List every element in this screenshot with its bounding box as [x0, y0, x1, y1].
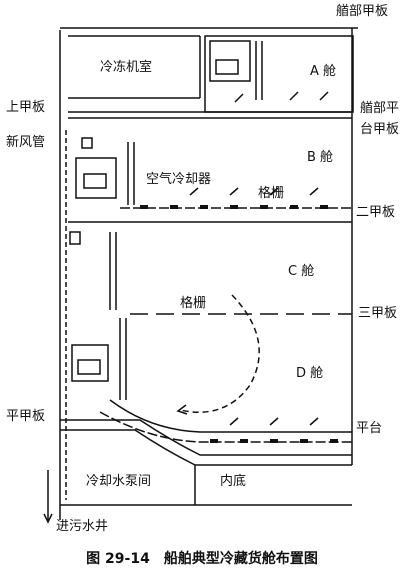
grating-mark [290, 205, 298, 209]
hold-d-cooler-box [71, 344, 109, 382]
hold-c-inlet [69, 231, 81, 245]
hold-a-fan [215, 59, 239, 75]
label-fore-platform-deck-1: 艏部平 [360, 101, 400, 116]
label-flat-deck: 平甲板 [6, 409, 46, 424]
label-upper-deck: 上甲板 [6, 100, 46, 115]
grating-mark [170, 205, 178, 209]
label-hold-d: D 舱 [296, 366, 324, 381]
label-air-cooler: 空气冷却器 [146, 172, 212, 187]
label-hold-a: A 舱 [310, 64, 337, 79]
airflow-arrow [309, 417, 319, 426]
grating-mark [200, 205, 208, 209]
grating-mark [230, 205, 238, 209]
label-third-deck: 三甲板 [358, 306, 398, 321]
airflow-arrow [309, 187, 319, 196]
airflow-arrow [234, 93, 244, 103]
label-fore-platform-deck-2: 台甲板 [360, 122, 400, 137]
label-grating-c: 格栅 [180, 296, 207, 311]
label-inner-bottom: 内底 [220, 474, 247, 489]
hold-b-cooler-box [75, 157, 117, 199]
hold-d-fan [77, 359, 101, 375]
cargo-hold-diagram [43, 27, 358, 524]
airflow-arrow [229, 417, 239, 426]
platform-grating [99, 411, 352, 443]
grating-mark [300, 439, 308, 443]
hold-a-cooler-box [209, 40, 251, 82]
airflow-arrow [189, 187, 199, 196]
grating-mark [260, 205, 268, 209]
airflow-arrow [319, 91, 329, 101]
hold-b-fan [83, 173, 107, 189]
label-top-right: 艏部甲板 [336, 4, 389, 19]
grating-mark [210, 439, 218, 443]
grating-mark [330, 439, 338, 443]
label-hold-c: C 舱 [288, 264, 315, 279]
air-circulation-arc [179, 294, 260, 413]
hold-d-floor-upper [109, 399, 352, 433]
label-fresh-air-pipe: 新风管 [6, 135, 46, 150]
figure-title: 船舶典型冷藏货舱布置图 [163, 551, 318, 567]
grating-mark [140, 205, 148, 209]
label-second-deck: 二甲板 [356, 205, 396, 220]
label-pump-room: 冷却水泵间 [86, 474, 152, 489]
fresh-air-inlet [81, 137, 93, 149]
airflow-arrow [289, 91, 299, 101]
airflow-arrow [229, 187, 239, 196]
figure-caption: 图 29-14 船舶典型冷藏货舱布置图 [0, 548, 418, 568]
grating-mark [270, 439, 278, 443]
figure-number: 图 29-14 [86, 551, 150, 567]
label-grating-b: 格栅 [258, 186, 285, 201]
grating-mark [320, 205, 328, 209]
sewage-arrowhead [43, 513, 53, 524]
air-circulation-arrowhead [176, 404, 188, 415]
bottom-deck-line [60, 419, 352, 456]
label-platform: 平台 [356, 421, 383, 436]
label-sewage-well: 进污水井 [56, 519, 109, 534]
bottom-deck-line-2 [60, 429, 352, 466]
label-hold-b: B 舱 [307, 150, 334, 165]
grating-mark [240, 439, 248, 443]
airflow-arrow [269, 417, 279, 426]
airflow-arrow [269, 187, 279, 196]
label-engine-room: 冷冻机室 [100, 60, 153, 75]
